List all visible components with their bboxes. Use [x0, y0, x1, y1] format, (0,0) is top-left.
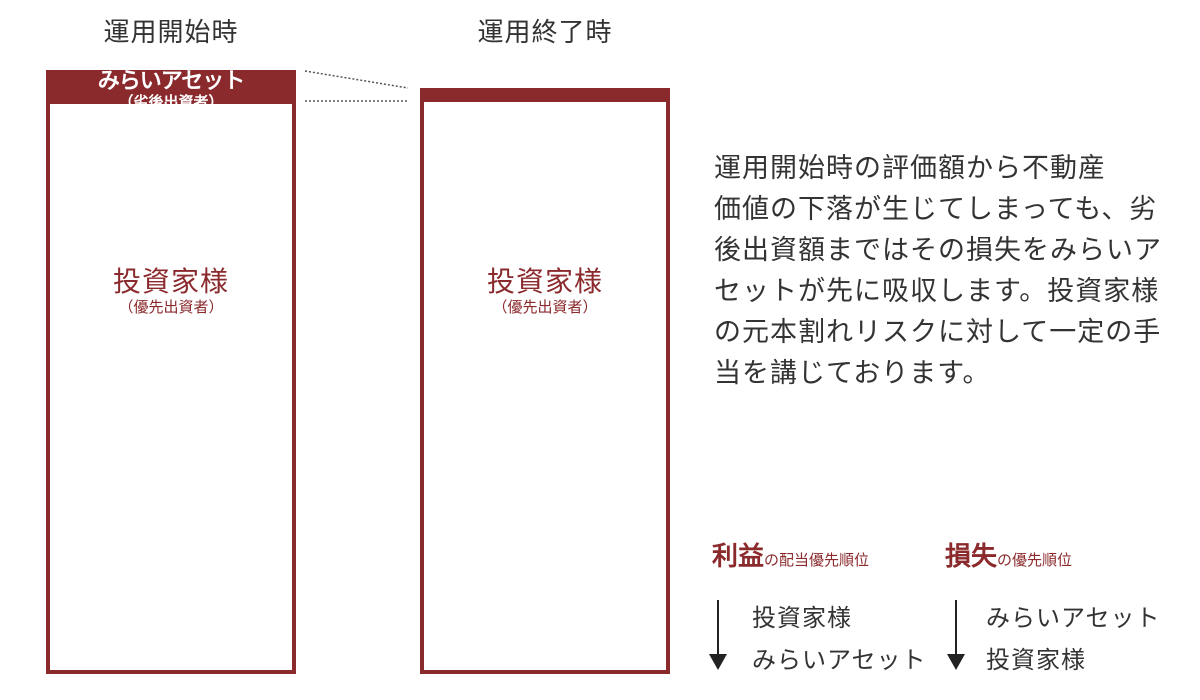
box-start: みらいアセット （劣後出資者） 投資家様 （優先出資者）: [46, 69, 296, 674]
connector-line-top: [304, 70, 409, 89]
heading-start: 運用開始時: [103, 18, 239, 48]
subordinate-name-start: みらいアセット: [97, 69, 246, 94]
profit-priority-title: 利益: [712, 542, 765, 572]
senior-name-end: 投資家様: [486, 265, 603, 298]
description-line: 価値の下落が生じてしまっても、劣: [714, 194, 1158, 225]
description-line: の元本割れリスクに対して一定の手: [714, 317, 1162, 348]
profit-arrow-down-icon: [709, 600, 727, 670]
profit-priority-heading: 利益の配当優先順位: [712, 536, 869, 573]
loss-priority-subtitle: の優先順位: [997, 551, 1073, 569]
profit-priority-first: 投資家様: [752, 604, 852, 632]
senior-role-end: （優先出資者）: [492, 298, 598, 316]
description: 運用開始時の評価額から不動産 価値の下落が生じてしまっても、劣 後出資額まではそ…: [714, 148, 1184, 394]
profit-priority-subtitle: の配当優先順位: [764, 551, 870, 569]
subordinate-band-start: みらいアセット （劣後出資者）: [50, 69, 292, 111]
loss-priority-first: みらいアセット: [986, 604, 1161, 632]
loss-priority-title: 損失: [945, 542, 998, 572]
heading-end: 運用終了時: [477, 18, 613, 48]
description-line: 当を講じております。: [714, 358, 991, 389]
loss-priority-heading: 損失の優先順位: [945, 536, 1072, 573]
description-line: 後出資額まではその損失をみらいア: [714, 235, 1162, 266]
loss-arrow-down-icon: [947, 600, 965, 670]
subordinate-band-end: [424, 92, 666, 102]
subordinate-role-start: （劣後出資者）: [118, 93, 224, 111]
senior-name-start: 投資家様: [112, 265, 229, 298]
senior-role-start: （優先出資者）: [118, 298, 224, 316]
box-end: 投資家様 （優先出資者）: [420, 88, 670, 674]
description-line: 運用開始時の評価額から不動産: [714, 153, 1106, 184]
profit-priority-second: みらいアセット: [752, 646, 927, 674]
loss-priority-second: 投資家様: [986, 646, 1086, 674]
description-line: セットが先に吸収します。投資家様: [714, 276, 1160, 307]
